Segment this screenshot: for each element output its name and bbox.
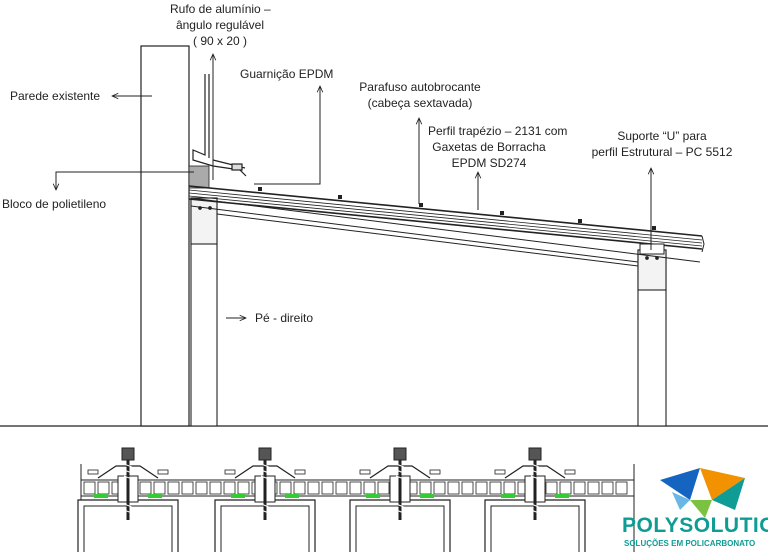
profile-unit <box>349 447 451 552</box>
panel-cell <box>167 481 180 495</box>
right-post <box>637 249 667 427</box>
profile-unit <box>484 447 586 552</box>
panel-cell <box>433 481 446 495</box>
label-bloco: Bloco de polietileno <box>2 197 107 211</box>
label-rufo: Rufo de alumínio – ângulo regulável ( 90… <box>170 2 271 48</box>
panel-cell <box>153 481 166 495</box>
sloped-beam <box>190 197 701 267</box>
panel-cell <box>615 481 628 495</box>
panel-cell <box>83 481 96 495</box>
label-parede: Parede existente <box>10 89 101 103</box>
panel-cell <box>97 481 110 495</box>
panel-cell <box>377 481 390 495</box>
panel-cell <box>335 481 348 495</box>
label-suporte: Suporte “U” para perfil Estrutural – PC … <box>591 129 733 159</box>
label-guarnicao: Guarnição EPDM <box>240 67 334 81</box>
left-post <box>190 197 218 427</box>
panel-cell <box>503 481 516 495</box>
panel-cell <box>573 481 586 495</box>
panel-cell <box>293 481 306 495</box>
roof-panel <box>188 185 705 253</box>
label-perfil: Perfil trapézio – 2131 com Gaxetas de Bo… <box>428 124 568 170</box>
panel-cell <box>321 481 334 495</box>
u-support <box>639 243 665 255</box>
panel-cell <box>419 481 432 495</box>
panel-cell <box>489 481 502 495</box>
panel-cell <box>237 481 250 495</box>
panel-cell <box>307 481 320 495</box>
polyethylene-block <box>188 165 210 189</box>
panel-cell <box>181 481 194 495</box>
logo-tagline: SOLUÇÕES EM POLICARBONATO <box>624 539 756 548</box>
roof-screws <box>258 187 656 230</box>
panel-cell <box>349 481 362 495</box>
panel-cell <box>475 481 488 495</box>
aluminum-flashing <box>192 74 247 177</box>
panel-cell <box>195 481 208 495</box>
panel-cell <box>209 481 222 495</box>
polycarbonate-cells <box>83 481 628 495</box>
panel-cell <box>447 481 460 495</box>
label-pe-direito: Pé - direito <box>255 311 314 325</box>
panel-cell <box>587 481 600 495</box>
polysolution-logo-mark <box>660 468 745 518</box>
profile-units <box>77 447 586 552</box>
panel-cell <box>279 481 292 495</box>
label-parafuso: Parafuso autobrocante (cabeça sextavada) <box>359 80 481 110</box>
profile-unit <box>77 447 179 552</box>
leader-lines <box>56 54 651 318</box>
panel-cell <box>545 481 558 495</box>
logo-name: POLYSOLUTION <box>622 514 768 537</box>
profile-unit <box>214 447 316 552</box>
existing-wall <box>140 45 190 427</box>
panel-cell <box>223 481 236 495</box>
panel-cell <box>139 481 152 495</box>
panel-cell <box>559 481 572 495</box>
panel-cell <box>363 481 376 495</box>
panel-cell <box>601 481 614 495</box>
panel-cell <box>461 481 474 495</box>
